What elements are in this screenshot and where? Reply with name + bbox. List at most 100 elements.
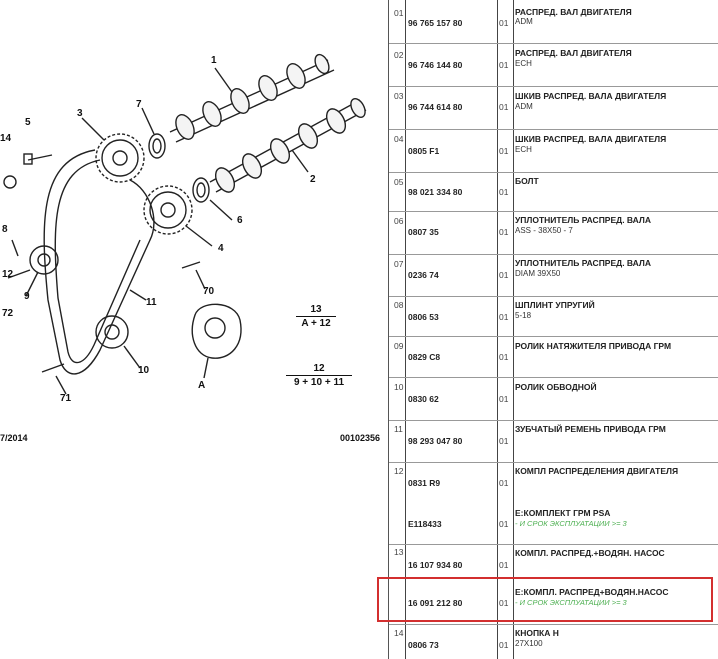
part-number[interactable]: 96 744 614 80 xyxy=(408,102,463,112)
service-life-note: - И СРОК ЭКСПЛУАТАЦИИ >= 3 xyxy=(515,598,627,607)
part-description: КОМПЛ РАСПРЕДЕЛЕНИЯ ДВИГАТЕЛЯ xyxy=(515,466,679,476)
callout-12: 12 xyxy=(2,269,14,280)
camshaft-2-shape xyxy=(209,98,367,193)
service-life-note: - И СРОК ЭКСПЛУАТАЦИИ >= 3 xyxy=(515,519,627,528)
col-divider-qty xyxy=(513,0,514,659)
part-variant: ECH xyxy=(515,59,532,68)
part-description: КНОПКА Н xyxy=(515,628,559,638)
idler-10-shape xyxy=(95,315,129,349)
part-variant: ADM xyxy=(515,102,533,111)
part-variant: ECH xyxy=(515,145,532,154)
quantity: 01 xyxy=(499,352,509,362)
kit-13-divider xyxy=(296,316,336,317)
timing-belt-11-shape xyxy=(43,149,155,375)
part-number[interactable]: 98 293 047 80 xyxy=(408,436,463,446)
col-divider-num xyxy=(405,0,406,659)
quantity: 01 xyxy=(499,270,509,280)
row-number: 02 xyxy=(394,50,404,60)
highlight-box xyxy=(377,577,713,622)
quantity: 01 xyxy=(499,436,509,446)
callout-5: 5 xyxy=(25,117,31,128)
part-variant: 27X100 xyxy=(515,639,543,648)
part-number[interactable]: 0805 F1 xyxy=(408,146,440,156)
callout-7: 7 xyxy=(136,99,142,110)
part-number[interactable]: 0807 35 xyxy=(408,227,439,237)
diagram-reference: 00102356 xyxy=(340,433,381,443)
callout-14: 14 xyxy=(0,133,12,144)
row-number: 14 xyxy=(394,628,404,638)
part-description: РОЛИК ОБВОДНОЙ xyxy=(515,382,597,392)
timing-belt-drawing xyxy=(3,53,367,395)
pin-8-shape xyxy=(11,239,19,257)
alt-part-description: E:КОМПЛЕКТ ГРМ PSA xyxy=(515,508,611,518)
alt-part-number[interactable]: 16 091 212 80 xyxy=(408,598,463,608)
part-description: ШПЛИНТ УПРУГИЙ xyxy=(515,300,595,310)
diagram-date: 7/2014 xyxy=(0,433,28,443)
callout-4: 4 xyxy=(218,243,224,254)
pulley-4-shape xyxy=(143,185,193,235)
quantity: 01 xyxy=(499,102,509,112)
bolt-71-shape xyxy=(41,363,65,373)
kit-13-top: 13 xyxy=(310,304,322,315)
kit-13-bottom: A + 12 xyxy=(301,318,331,329)
part-number[interactable]: 96 765 157 80 xyxy=(408,18,463,28)
part-description: РАСПРЕД. ВАЛ ДВИГАТЕЛЯ xyxy=(515,7,632,17)
part-description: РАСПРЕД. ВАЛ ДВИГАТЕЛЯ xyxy=(515,48,632,58)
part-number[interactable]: 98 021 334 80 xyxy=(408,187,463,197)
part-description: ЗУБЧАТЫЙ РЕМЕНЬ ПРИВОДА ГРМ xyxy=(515,424,666,434)
part-number[interactable]: 16 107 934 80 xyxy=(408,560,463,570)
callout-a: A xyxy=(198,380,206,391)
alt-quantity: 01 xyxy=(499,598,509,608)
row-number: 10 xyxy=(394,382,404,392)
part-number[interactable]: 0236 74 xyxy=(408,270,439,280)
quantity: 01 xyxy=(499,394,509,404)
quantity: 01 xyxy=(499,640,509,650)
part-variant: ASS - 38X50 - 7 xyxy=(515,226,573,235)
tensioner-9-shape xyxy=(29,245,59,275)
part-variant: 5-18 xyxy=(515,311,532,320)
row-number: 13 xyxy=(394,547,404,557)
row-number: 12 xyxy=(394,466,404,476)
alt-part-number[interactable]: E118433 xyxy=(408,519,442,529)
seal-6-shape xyxy=(192,177,210,203)
quantity: 01 xyxy=(499,146,509,156)
exploded-parts-diagram: 1 2 3 4 5 6 7 8 9 10 11 12 14 70 71 72 A… xyxy=(0,53,381,443)
part-number[interactable]: 0806 73 xyxy=(408,640,439,650)
alt-part-description: E:КОМПЛ. РАСПРЕД+ВОДЯН.НАСОС xyxy=(515,587,669,597)
callout-1: 1 xyxy=(211,55,217,66)
row-number: 07 xyxy=(394,259,404,269)
row-number: 09 xyxy=(394,341,404,351)
quantity: 01 xyxy=(499,312,509,322)
part-variant: ADM xyxy=(515,17,533,26)
callout-72: 72 xyxy=(2,308,14,319)
part-number[interactable]: 0830 62 xyxy=(408,394,439,404)
pulley-3-shape xyxy=(95,133,145,183)
part-description: УПЛОТНИТЕЛЬ РАСПРЕД. ВАЛА xyxy=(515,258,651,268)
callout-70: 70 xyxy=(203,286,215,297)
water-pump-a-shape xyxy=(191,303,242,359)
quantity: 01 xyxy=(499,60,509,70)
col-divider-pn xyxy=(497,0,498,659)
washer-14-shape xyxy=(3,175,17,189)
part-number[interactable]: 96 746 144 80 xyxy=(408,60,463,70)
part-description: ШКИВ РАСПРЕД. ВАЛА ДВИГАТЕЛЯ xyxy=(515,134,667,144)
row-number: 08 xyxy=(394,300,404,310)
row-number: 05 xyxy=(394,177,404,187)
part-description: РОЛИК НАТЯЖИТЕЛЯ ПРИВОДА ГРМ xyxy=(515,341,672,351)
callout-11: 11 xyxy=(146,297,157,308)
part-number[interactable]: 0829 C8 xyxy=(408,352,441,362)
part-variant: DIAM 39X50 xyxy=(515,269,561,278)
kit-12-top: 12 xyxy=(313,363,325,374)
callout-9: 9 xyxy=(24,291,30,302)
seal-7-shape xyxy=(148,133,166,159)
kit-12-label: 12 9 + 10 + 11 xyxy=(286,363,352,388)
callout-10: 10 xyxy=(138,365,150,376)
parts-table: 01 96 765 157 80 01 РАСПРЕД. ВАЛ ДВИГАТЕ… xyxy=(388,0,718,659)
quantity: 01 xyxy=(499,187,509,197)
kit-13-label: 13 A + 12 xyxy=(296,304,336,329)
camshaft-1-shape xyxy=(169,53,335,143)
bolt-70-shape xyxy=(181,261,201,269)
row-number: 04 xyxy=(394,134,404,144)
part-number[interactable]: 0806 53 xyxy=(408,312,439,322)
part-number[interactable]: 0831 R9 xyxy=(408,478,441,488)
